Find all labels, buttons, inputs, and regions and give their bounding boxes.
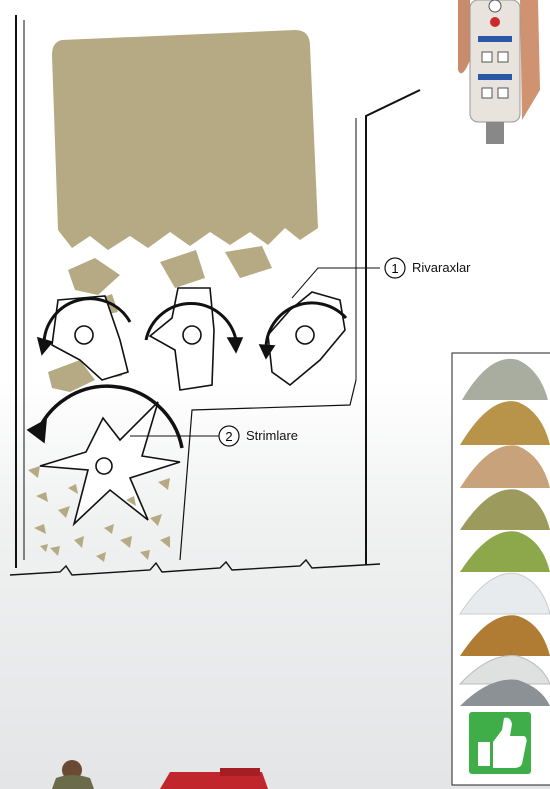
callout-number-1: 1	[391, 261, 398, 276]
red-machine-top	[160, 768, 268, 789]
material-block	[52, 30, 318, 250]
ground-line	[10, 560, 380, 575]
callout-label-2: Strimlare	[246, 428, 298, 443]
callout-number-2: 2	[225, 429, 232, 444]
thumbs-up-icon	[469, 712, 531, 774]
worker-figure	[52, 760, 94, 789]
callout-label-1: Rivaraxlar	[412, 260, 471, 275]
shredder-rotor	[28, 386, 182, 524]
chamber-outline	[180, 380, 356, 560]
hopper-right-wall	[366, 90, 420, 565]
remote-control-icon	[458, 0, 540, 144]
rotor-2	[146, 288, 242, 390]
rotor-3	[260, 292, 346, 385]
